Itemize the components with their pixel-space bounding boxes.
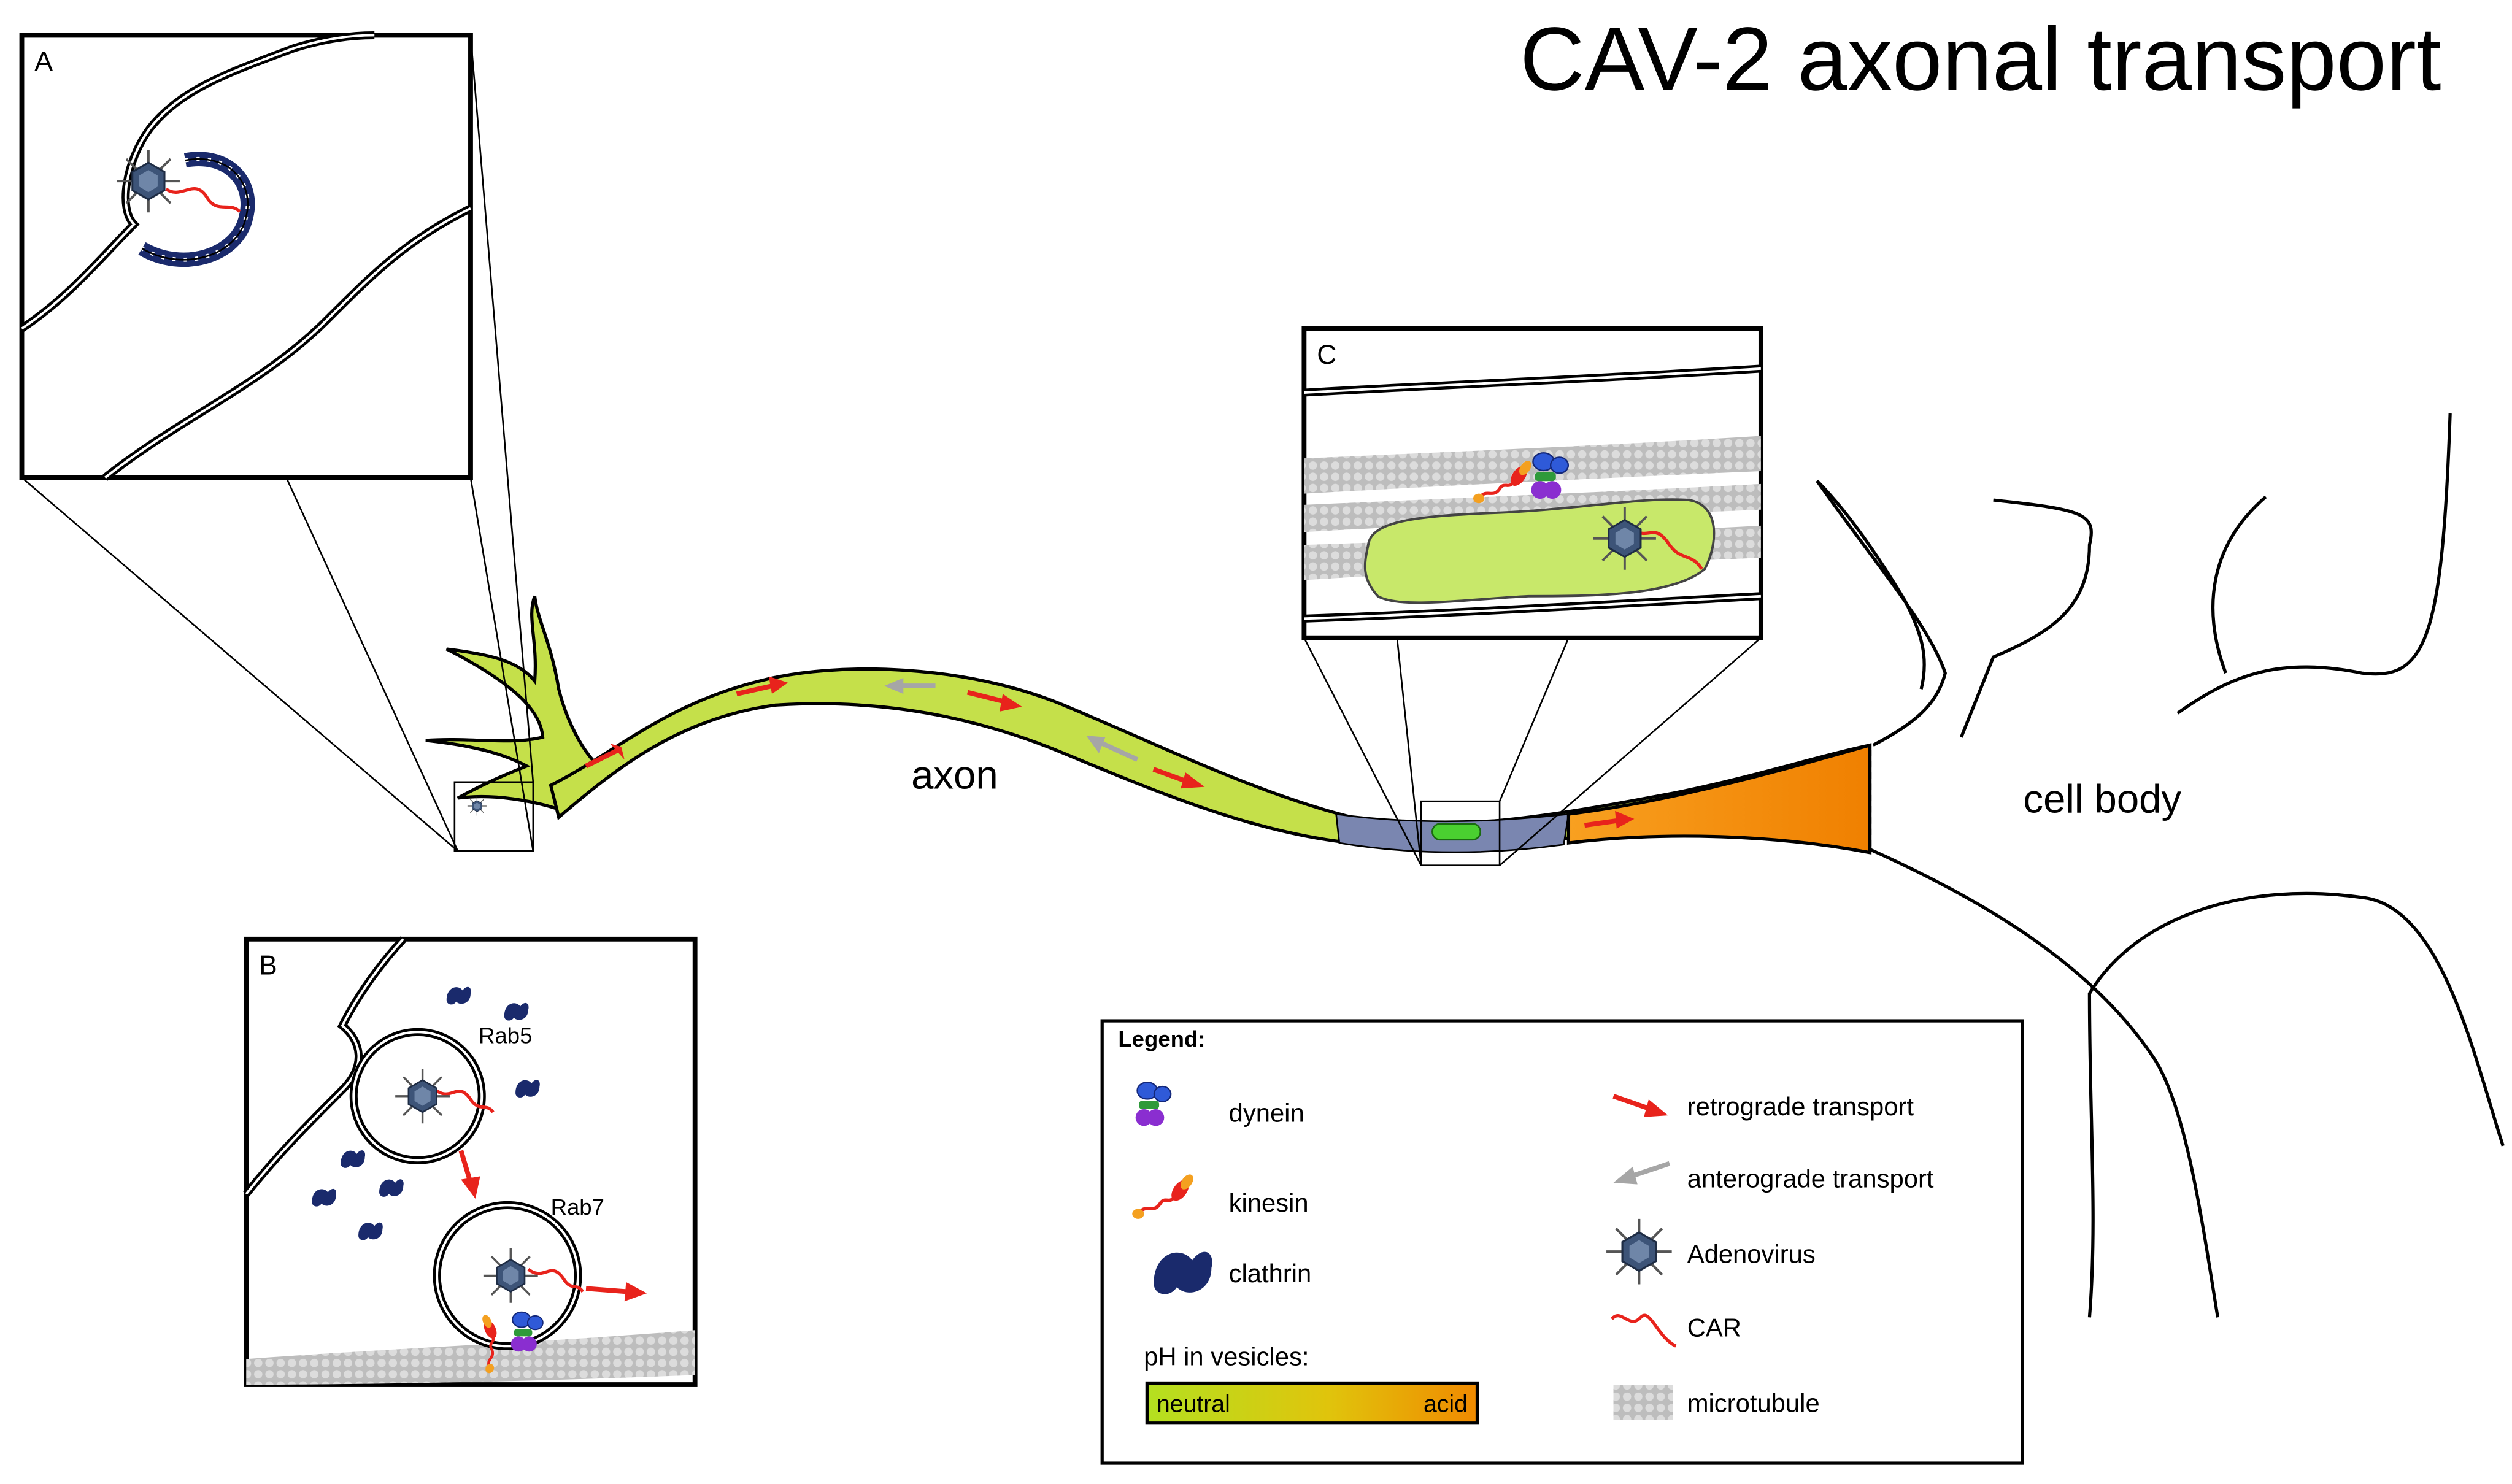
panel-a: A — [19, 31, 534, 852]
legend-dynein: dynein — [1229, 1099, 1304, 1128]
rab5-label: Rab5 — [479, 1023, 532, 1048]
panel-c: C — [1301, 326, 1763, 866]
cell-body-outline — [1816, 413, 2505, 1318]
legend-adenovirus: Adenovirus — [1687, 1240, 1816, 1269]
legend-clathrin: clathrin — [1229, 1259, 1312, 1288]
legend-ph-acid: acid — [1424, 1391, 1468, 1417]
diagram-title: CAV-2 axonal transport — [1520, 9, 2441, 109]
legend-anterograde: anterograde transport — [1687, 1164, 1934, 1193]
legend-microtubule: microtubule — [1687, 1388, 1820, 1417]
rab7-label: Rab7 — [551, 1194, 604, 1220]
legend-kinesin: kinesin — [1229, 1188, 1309, 1217]
axon-label: axon — [911, 752, 998, 797]
legend-heading: Legend: — [1118, 1026, 1205, 1051]
legend: Legend: dynein kinesin clathrin pH in ve… — [1100, 1019, 2024, 1465]
axon-shape — [425, 595, 1872, 855]
legend-retrograde: retrograde transport — [1687, 1092, 1914, 1121]
legend-antero-arrow — [1630, 1161, 1671, 1179]
panel-c-label: C — [1317, 340, 1336, 370]
legend-retro-arrow — [1612, 1094, 1651, 1112]
axon-transport-arrows — [585, 676, 1635, 829]
legend-car: CAR — [1687, 1313, 1741, 1342]
panel-b: B Rab5 Rab7 — [243, 936, 698, 1387]
legend-ph-neutral: neutral — [1157, 1391, 1230, 1417]
cell-body-label: cell body — [2023, 776, 2181, 821]
panel-a-label: A — [34, 47, 53, 77]
legend-adenovirus-icon — [1606, 1219, 1672, 1285]
panel-b-label: B — [259, 950, 277, 980]
legend-ph-bar — [1145, 1381, 1479, 1425]
legend-ph-heading: pH in vesicles: — [1144, 1342, 1309, 1371]
legend-microtubule-icon — [1613, 1385, 1673, 1420]
legend-car-icon — [1610, 1313, 1677, 1348]
